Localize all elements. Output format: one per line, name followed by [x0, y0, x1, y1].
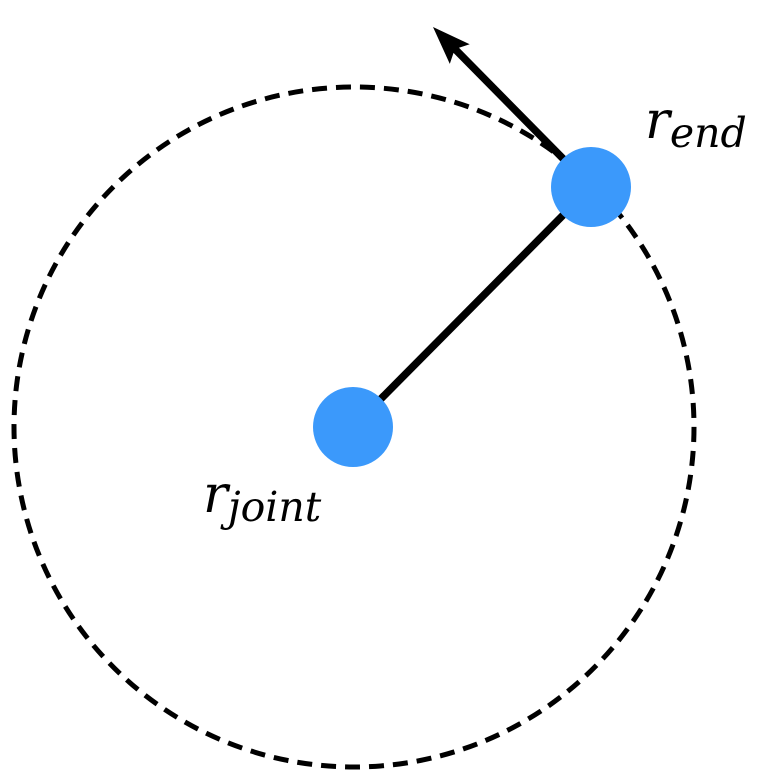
link-line — [350, 184, 594, 430]
joint-dot — [313, 387, 393, 467]
label-r-joint: rjoint — [203, 465, 322, 531]
label-r-joint-sub: joint — [220, 483, 322, 531]
velocity-arrowhead-icon — [433, 27, 470, 64]
label-r-joint-base: r — [203, 465, 231, 525]
label-r-end-base: r — [645, 91, 673, 151]
end-effector-dot — [551, 147, 631, 227]
label-r-end: rend — [645, 91, 747, 157]
label-r-end-sub: end — [670, 109, 747, 157]
motion-path-dashed-circle — [11, 84, 697, 770]
